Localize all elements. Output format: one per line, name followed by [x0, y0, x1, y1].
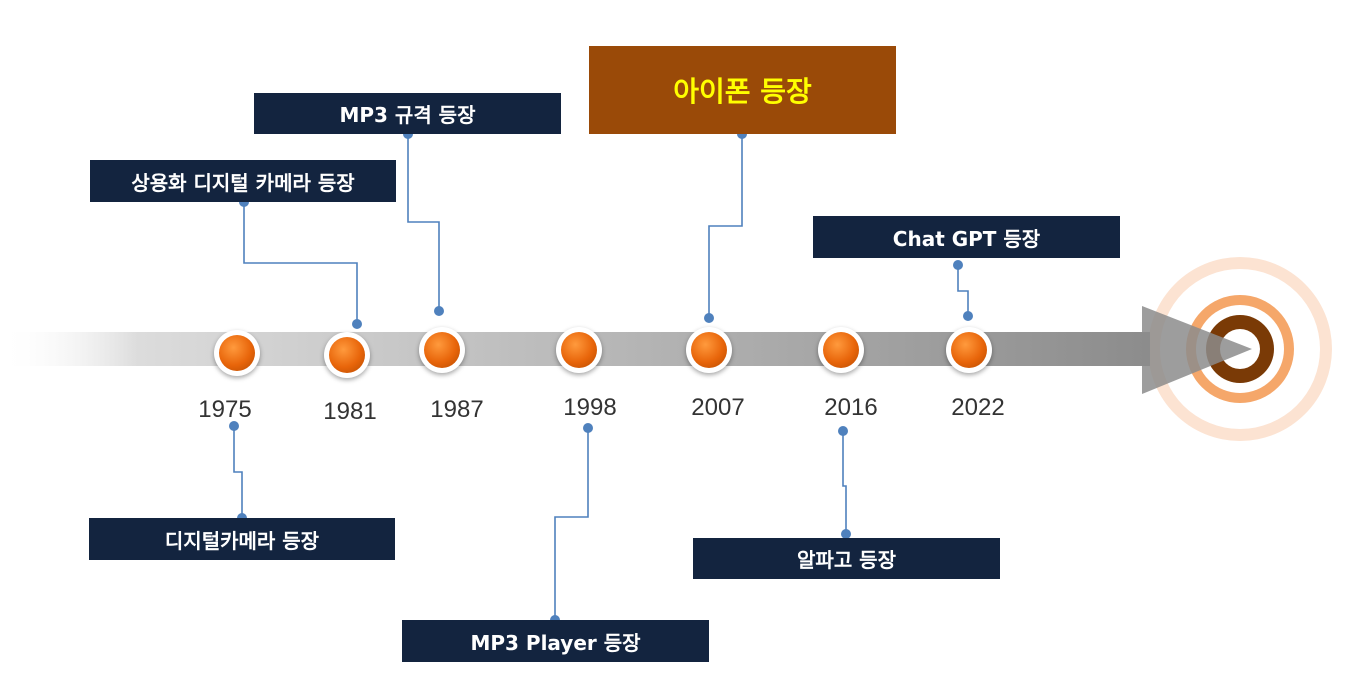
connector-dot	[583, 423, 593, 433]
timeline-node-2022	[946, 327, 992, 373]
connector-1987	[407, 134, 440, 311]
connector-dot	[434, 306, 444, 316]
event-box-2022: Chat GPT 등장	[813, 216, 1120, 258]
connector-dot	[953, 260, 963, 270]
connector-dot	[963, 311, 973, 321]
connector-2022	[957, 265, 969, 316]
event-box-1975: 디지털카메라 등장	[89, 518, 395, 560]
timeline-node-1987	[419, 327, 465, 373]
year-label-1981: 1981	[323, 398, 377, 425]
timeline-node-1998	[556, 327, 602, 373]
connector-dot	[838, 426, 848, 436]
year-label-2022: 2022	[951, 394, 1005, 421]
event-box-1987: MP3 규격 등장	[254, 93, 561, 134]
connector-dot	[229, 421, 239, 431]
connector-2007	[708, 134, 743, 318]
year-label-1975: 1975	[198, 396, 252, 423]
year-label-2016: 2016	[824, 394, 878, 421]
connector-dot	[352, 319, 362, 329]
event-box-2016: 알파고 등장	[693, 538, 1000, 579]
year-label-1987: 1987	[430, 396, 484, 423]
timeline-node-1975	[214, 330, 260, 376]
timeline-node-1981	[324, 332, 370, 378]
connector-1998	[554, 428, 589, 620]
event-box-2007: 아이폰 등장	[589, 46, 896, 134]
year-label-2007: 2007	[691, 394, 745, 421]
timeline-arrow-head	[1142, 306, 1252, 394]
timeline-node-2016	[818, 327, 864, 373]
connector-2016	[842, 431, 847, 534]
connector-dot	[841, 529, 851, 539]
event-box-1998: MP3 Player 등장	[402, 620, 709, 662]
connector-1981	[243, 202, 358, 324]
connector-1975	[233, 426, 243, 518]
year-label-1998: 1998	[563, 394, 617, 421]
connector-dot	[704, 313, 714, 323]
timeline-node-2007	[686, 327, 732, 373]
event-box-1981: 상용화 디지털 카메라 등장	[90, 160, 396, 202]
